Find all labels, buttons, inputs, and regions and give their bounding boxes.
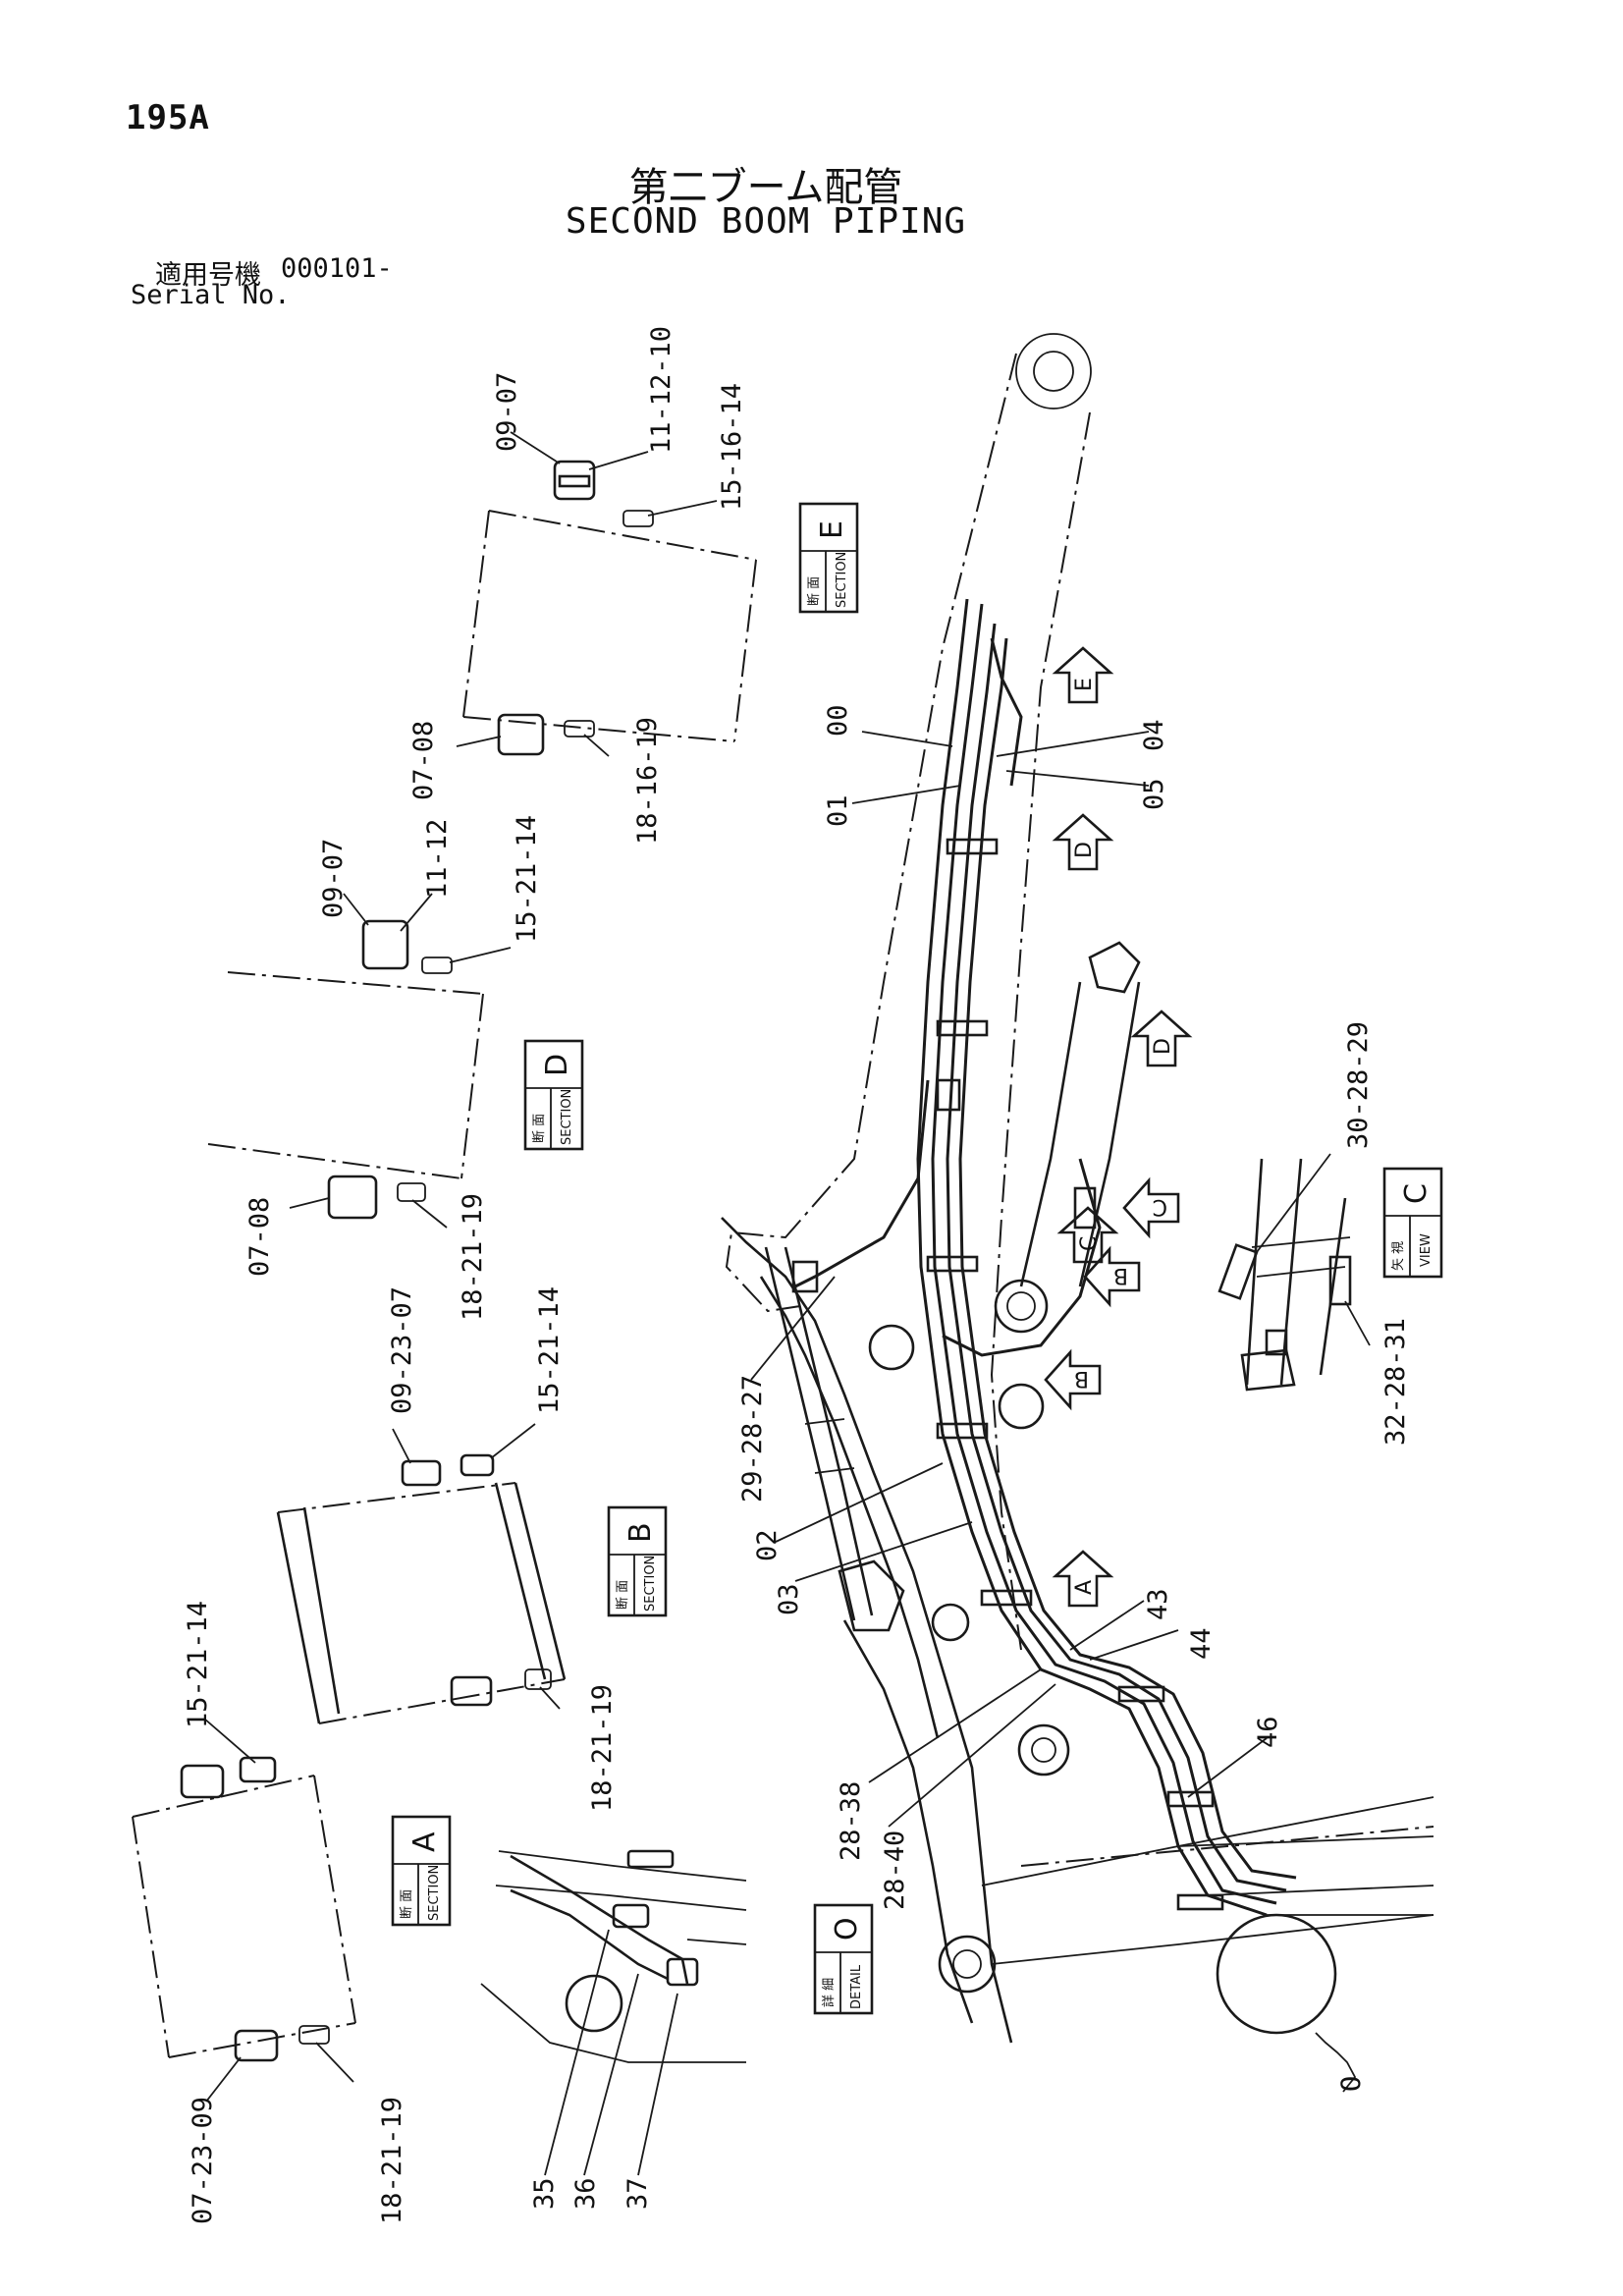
view-c-tag: 矢 視 VIEW C xyxy=(1382,1167,1443,1279)
detail-o-label: 37 xyxy=(622,2177,653,2210)
section-label: 07-08 xyxy=(244,1197,275,1277)
view-arrows: E D D C C B B A O xyxy=(1044,646,1367,2092)
section-label: 15-16-14 xyxy=(717,383,747,511)
part-label: 03 xyxy=(774,1583,804,1615)
svg-text:DETAIL: DETAIL xyxy=(849,1964,864,2009)
svg-text:断 面: 断 面 xyxy=(616,1580,630,1610)
section-a-view: 15-21-14 07-23-09 18-21-19 xyxy=(132,1601,407,2224)
section-label: 15-21-14 xyxy=(512,815,542,943)
section-e-view: 09-07 11-12-10 15-16-14 07-08 18-16-19 xyxy=(408,326,757,845)
section-label: 11-12 xyxy=(422,819,453,899)
svg-text:D: D xyxy=(540,1054,574,1076)
detail-o-label: 35 xyxy=(529,2177,560,2210)
serial-value: 000101- xyxy=(281,253,393,284)
detail-o-view: 35 36 37 xyxy=(480,1849,747,2210)
view-arrow-d: D xyxy=(1130,1010,1193,1067)
section-label: 07-08 xyxy=(408,721,439,800)
detail-marker: O xyxy=(1336,2076,1367,2092)
boom-part-labels: 00 01 04 05 02 03 29-28-27 43 44 46 28-3… xyxy=(737,704,1283,1910)
section-label: 09-07 xyxy=(492,372,522,452)
view-arrow-b: B xyxy=(1083,1245,1141,1308)
part-label: 04 xyxy=(1139,719,1169,751)
svg-text:C: C xyxy=(1153,1194,1167,1219)
section-d-tag: 断 面 SECTION D xyxy=(523,1039,584,1151)
section-b-tag: 断 面 SECTION B xyxy=(607,1505,668,1617)
boom-body xyxy=(721,333,1434,2093)
svg-text:詳 細: 詳 細 xyxy=(821,1978,837,2007)
view-arrow-e: E xyxy=(1052,646,1114,704)
section-d-view: 09-07 11-12 15-21-14 07-08 18-21-19 xyxy=(207,815,542,1321)
section-a-tag: 断 面 SECTION A xyxy=(391,1815,452,1927)
svg-text:A: A xyxy=(407,1831,442,1852)
svg-text:断 面: 断 面 xyxy=(400,1889,414,1919)
leader-lines xyxy=(750,731,1268,1828)
part-label: 28-40 xyxy=(880,1831,910,1910)
section-label: 18-16-19 xyxy=(632,717,663,845)
svg-text:SECTION: SECTION xyxy=(643,1556,658,1612)
title-english: SECOND BOOM PIPING xyxy=(565,201,967,242)
part-label: 01 xyxy=(823,794,853,827)
section-label: 18-21-19 xyxy=(377,2097,407,2224)
section-label: 18-21-19 xyxy=(458,1193,488,1321)
view-arrow-c: C xyxy=(1122,1176,1180,1239)
svg-text:B: B xyxy=(1113,1263,1128,1287)
svg-text:SECTION: SECTION xyxy=(560,1089,574,1145)
part-label: 05 xyxy=(1139,778,1169,810)
svg-text:C: C xyxy=(1399,1183,1434,1204)
view-arrow-d: D xyxy=(1052,813,1114,871)
title-japanese: 第二ブーム配管 xyxy=(628,165,903,210)
detail-o-label: 36 xyxy=(570,2177,601,2210)
svg-text:SECTION: SECTION xyxy=(427,1865,442,1921)
part-label: 43 xyxy=(1143,1588,1173,1620)
view-arrow-a: A xyxy=(1052,1550,1114,1608)
section-label: 15-21-14 xyxy=(534,1286,565,1414)
svg-text:矢 視: 矢 視 xyxy=(1391,1241,1406,1271)
section-label: 09-07 xyxy=(318,839,349,918)
section-label: 18-21-19 xyxy=(587,1684,618,1812)
svg-text:E: E xyxy=(1072,678,1097,691)
svg-text:E: E xyxy=(815,520,849,539)
view-arrow-b: B xyxy=(1044,1348,1102,1411)
svg-text:D: D xyxy=(1072,842,1097,858)
svg-text:A: A xyxy=(1072,1580,1097,1595)
svg-text:断 面: 断 面 xyxy=(532,1114,547,1143)
part-label: 00 xyxy=(823,704,853,737)
section-label: 07-23-09 xyxy=(188,2097,218,2224)
svg-text:O: O xyxy=(830,1917,864,1941)
part-label: 46 xyxy=(1253,1716,1283,1748)
svg-text:B: B xyxy=(1074,1366,1089,1391)
view-c-label: 30-28-29 xyxy=(1343,1021,1374,1149)
serial-label-japanese: 適用号機 xyxy=(155,260,261,291)
svg-text:VIEW: VIEW xyxy=(1419,1233,1434,1267)
section-b-view: 09-23-07 15-21-14 18-21-19 xyxy=(276,1286,618,1812)
svg-text:断 面: 断 面 xyxy=(807,576,822,606)
part-label: 44 xyxy=(1186,1627,1217,1660)
view-c-detail: 30-28-29 32-28-31 xyxy=(1217,1021,1411,1446)
part-label: 29-28-27 xyxy=(737,1375,768,1503)
svg-text:D: D xyxy=(1151,1038,1175,1055)
section-label: 11-12-10 xyxy=(646,326,676,454)
svg-text:SECTION: SECTION xyxy=(835,552,849,608)
section-label: 09-23-07 xyxy=(387,1286,417,1414)
page-number: 195A xyxy=(126,98,210,137)
section-e-tag: 断 面 SECTION E xyxy=(798,502,859,614)
svg-text:C: C xyxy=(1077,1236,1102,1251)
view-c-label: 32-28-31 xyxy=(1380,1318,1411,1446)
serial-label-english: Serial No. xyxy=(131,280,291,310)
boom-hoses xyxy=(791,598,1434,1917)
detail-o-tag: 詳 細 DETAIL O xyxy=(813,1903,874,2015)
part-label: 28-38 xyxy=(836,1781,866,1861)
section-label: 15-21-14 xyxy=(183,1601,213,1728)
part-label: 02 xyxy=(752,1529,783,1561)
svg-text:B: B xyxy=(623,1522,658,1543)
